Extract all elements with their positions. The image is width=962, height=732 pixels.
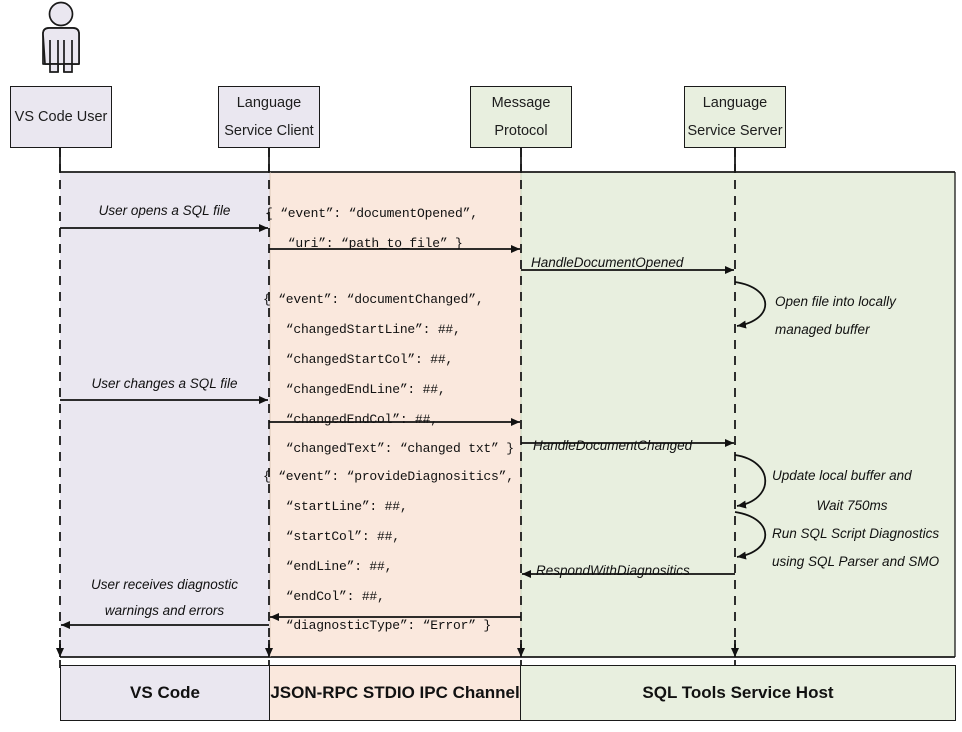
footer-json-rpc-label: JSON-RPC STDIO IPC Channel <box>270 683 520 702</box>
note-open-file-line1: Open file into locally <box>775 294 896 309</box>
selfloop-run-diagnostics <box>734 511 766 560</box>
note-run-diagnostics-line2: using SQL Parser and SMO <box>772 554 940 569</box>
lifeline-header-language-service-server-line1: Language <box>702 94 768 111</box>
message-label-user-changes-file: User changes a SQL file <box>91 376 238 391</box>
vscode-band <box>60 172 270 657</box>
lifeline-header-vs-code-user[interactable]: VS Code User <box>10 86 112 148</box>
payload-provide-diagnositics: { “event”: “provideDiagnositics”, “start… <box>263 469 514 634</box>
footer-sql-tools-host-label: SQL Tools Service Host <box>642 683 834 702</box>
note-update-buffer-line1: Update local buffer and <box>772 468 912 483</box>
note-update-buffer-line2: Wait 750ms <box>816 498 888 513</box>
host-band <box>521 172 955 657</box>
selfloop-update-buffer <box>734 454 766 509</box>
vs-code-user-actor-icon <box>42 1 80 73</box>
lifeline-header-message-protocol[interactable]: Message Protocol <box>470 86 572 148</box>
lifeline-header-language-service-server[interactable]: Language Service Server <box>684 86 786 148</box>
message-label-handle-document-changed: HandleDocumentChanged <box>533 438 693 453</box>
lifeline-header-language-service-client-line1: Language <box>236 94 302 111</box>
message-label-respond-with-diagnositics: RespondWithDiagnositics <box>536 563 690 578</box>
lifeline-header-message-protocol-line1: Message <box>491 94 551 111</box>
selfloop-open-file <box>734 281 766 329</box>
lifeline-header-message-protocol-line2: Protocol <box>494 123 548 139</box>
footer-vs-code-label: VS Code <box>130 683 200 702</box>
note-open-file-line2: managed buffer <box>775 322 870 337</box>
lifeline-header-vs-code-user-line1: VS Code User <box>14 108 108 125</box>
lifeline-header-language-service-server-line2: Service Server <box>687 123 783 139</box>
payload-document-opened: { “event”: “documentOpened”, “uri”: “pat… <box>265 206 478 251</box>
footer-vs-code[interactable]: VS Code <box>60 665 270 721</box>
footer-sql-tools-host[interactable]: SQL Tools Service Host <box>520 665 956 721</box>
lifeline-header-language-service-client[interactable]: Language Service Client <box>218 86 320 148</box>
payload-document-changed: { “event”: “documentChanged”, “changedSt… <box>263 292 514 457</box>
ipc-band <box>270 172 521 657</box>
message-label-user-receives-diagnostics-line2: warnings and errors <box>104 603 225 618</box>
note-run-diagnostics-line1: Run SQL Script Diagnostics <box>772 526 940 541</box>
message-label-handle-document-opened: HandleDocumentOpened <box>531 255 684 270</box>
message-label-user-receives-diagnostics-line1: User receives diagnostic <box>90 577 239 592</box>
message-label-user-opens-file: User opens a SQL file <box>98 203 231 218</box>
lifeline-header-language-service-client-line2: Service Client <box>224 123 314 139</box>
footer-json-rpc[interactable]: JSON-RPC STDIO IPC Channel <box>269 665 521 721</box>
